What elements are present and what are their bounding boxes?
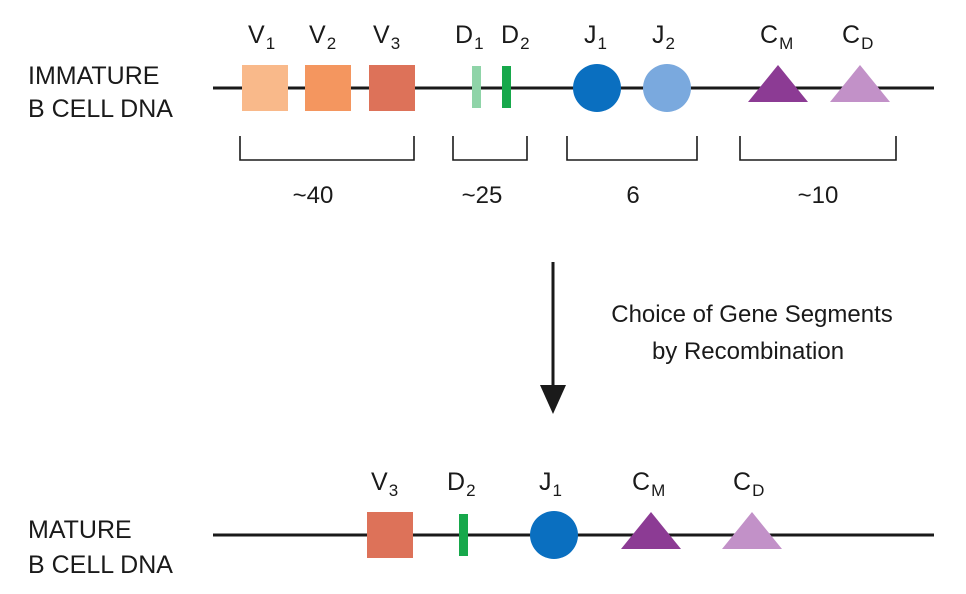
d1-segment [472,66,481,108]
v1-segment [242,65,288,111]
j1-segment [573,64,621,112]
c-count: ~10 [798,182,839,209]
immature-label-line1: IMMATURE [28,62,159,90]
recombination-arrow-group: Choice of Gene Segments by Recombination [540,262,893,414]
mature-cm-label: CM [632,468,665,500]
cm-segment [748,65,808,102]
v2-segment [305,65,351,111]
mature-cd-segment [722,512,782,549]
mature-v3-label: V3 [371,468,398,500]
d-group-bracket [452,136,528,161]
mature-label-line2: B CELL DNA [28,551,173,579]
v-count: ~40 [293,182,334,209]
v1-label: V1 [248,21,275,53]
j-count: 6 [626,182,639,209]
d2-segment [502,66,511,108]
mature-row: MATURE B CELL DNA V3 D2 J1 CM CD [28,468,934,579]
j2-segment [643,64,691,112]
c-group-bracket [739,136,897,161]
d1-label: D1 [455,21,484,53]
mature-cm-segment [621,512,681,549]
v-group-bracket [239,136,415,161]
d2-label: D2 [501,21,530,53]
v3-segment [369,65,415,111]
recombination-arrow-head [540,385,566,414]
immature-label-line2: B CELL DNA [28,95,173,123]
j-group-bracket [566,136,698,161]
mature-d2-label: D2 [447,468,476,500]
mature-j1-segment [530,511,578,559]
mature-d2-segment [459,514,468,556]
immature-row: IMMATURE B CELL DNA V1 V2 V3 D1 D2 J1 J2… [28,21,934,209]
mature-label-line1: MATURE [28,516,132,544]
j2-label: J2 [652,21,675,53]
cd-segment [830,65,890,102]
mature-j1-label: J1 [539,468,562,500]
recombination-caption-line1: Choice of Gene Segments [611,301,893,328]
v2-label: V2 [309,21,336,53]
cm-label: CM [760,21,793,53]
v3-label: V3 [373,21,400,53]
cd-label: CD [842,21,873,53]
mature-cd-label: CD [733,468,764,500]
recombination-caption-line2: by Recombination [652,338,844,365]
j1-label: J1 [584,21,607,53]
d-count: ~25 [462,182,503,209]
mature-v3-segment [367,512,413,558]
